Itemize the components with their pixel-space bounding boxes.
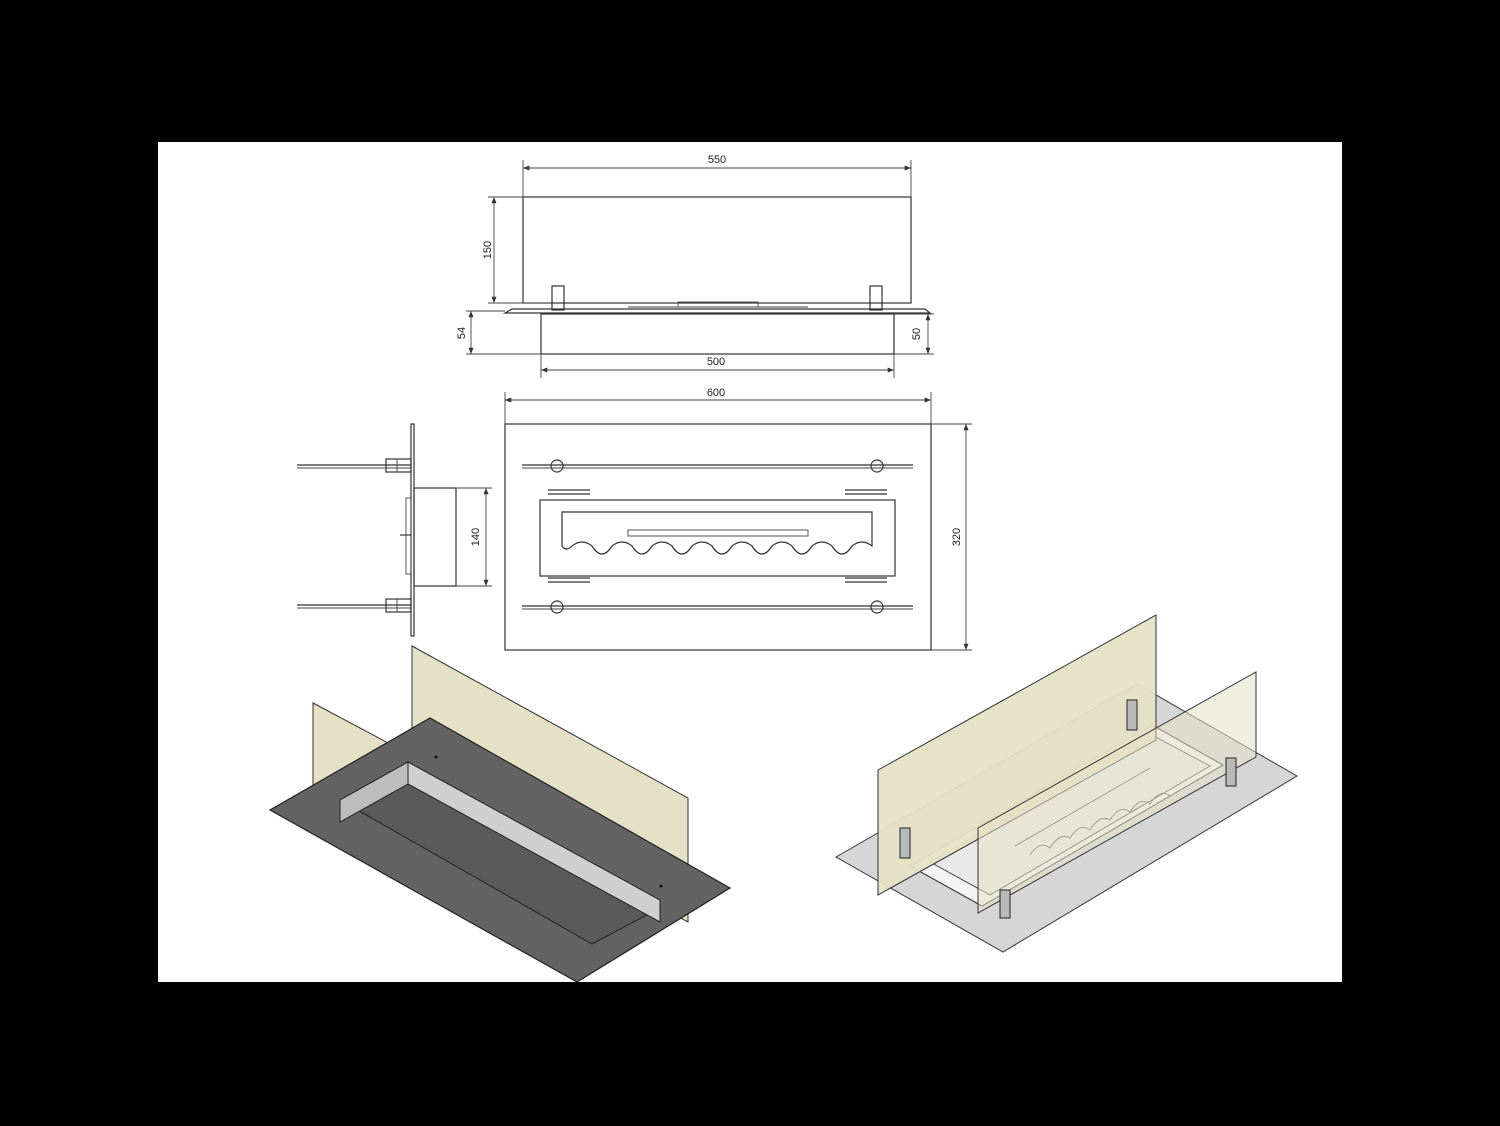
drawing-canvas: 550 150 54 50 500 [268, 154, 1298, 982]
iso-right-post-4 [1225, 757, 1237, 787]
dim-label-width-top: 550 [708, 154, 726, 166]
side-view: 140 [297, 423, 492, 637]
top-post-2 [870, 459, 884, 473]
isometric-view-assembled [834, 614, 1298, 953]
iso-right-glass-front [977, 671, 1257, 914]
front-glass-panel [522, 196, 912, 304]
dim-label-burner-depth: 140 [470, 528, 482, 546]
front-post-left [551, 285, 565, 311]
front-post-right [869, 285, 883, 311]
top-burner-wave [561, 511, 873, 555]
front-base-box [540, 313, 895, 355]
iso-right-post-2 [1126, 699, 1138, 731]
top-post-3 [550, 600, 564, 614]
front-view: 550 150 54 50 500 [456, 154, 934, 378]
top-burner-opening [539, 499, 896, 577]
isometric-view-underside [268, 645, 732, 982]
dim-label-top-depth: 320 [951, 528, 963, 546]
dim-label-glass-height: 150 [482, 241, 494, 259]
iso-right-post-3 [999, 889, 1011, 919]
iso-right-post-1 [899, 827, 911, 859]
dim-label-base-height-right: 50 [911, 328, 923, 340]
top-post-1 [550, 459, 564, 473]
dim-label-top-width: 600 [707, 387, 725, 399]
dim-label-base-height-left: 54 [456, 327, 468, 339]
top-post-4 [870, 600, 884, 614]
top-view: 600 320 [504, 387, 972, 651]
side-burner-box [413, 487, 457, 587]
dim-label-width-bottom: 500 [707, 356, 725, 368]
top-plate-outline [504, 423, 932, 651]
front-top-plate [502, 308, 932, 314]
technical-drawing-sheet: 550 150 54 50 500 [158, 142, 1342, 982]
